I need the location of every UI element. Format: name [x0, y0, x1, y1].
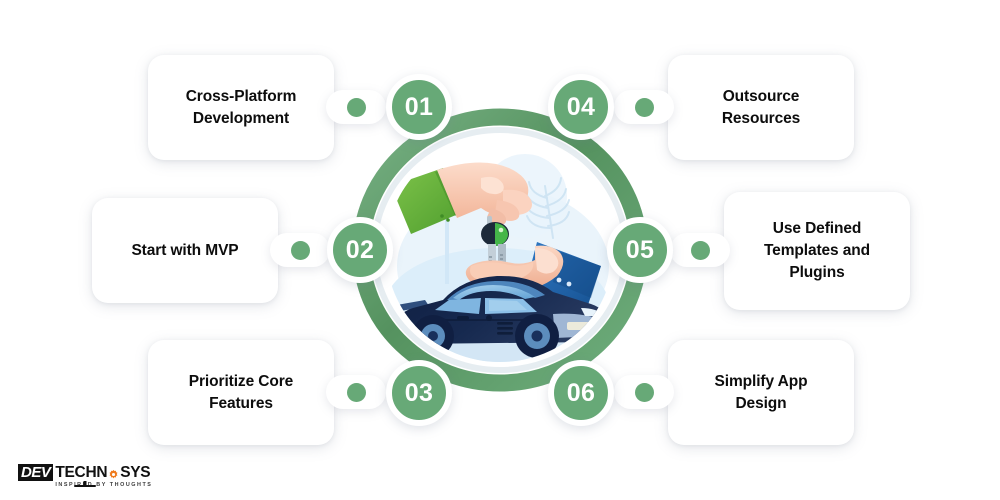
step-number-badge-04[interactable]: 04 — [548, 74, 614, 140]
logo-word-part-2: SYS — [120, 464, 151, 481]
logo-word-part-1: TECHN — [55, 464, 108, 481]
logo-dev-mark: DEV — [18, 464, 54, 481]
step-number-05: 05 — [625, 235, 655, 264]
step-card-04-label: Outsource Resources — [721, 87, 801, 127]
step-number-badge-01[interactable]: 01 — [386, 74, 452, 140]
logo-wordmark: TECHN SYS — [55, 464, 152, 481]
step-card-01[interactable]: Cross-Platform Development — [148, 55, 334, 160]
step-number-04: 04 — [566, 92, 596, 121]
step-number-01: 01 — [404, 92, 434, 121]
step-number-03: 03 — [404, 378, 434, 407]
step-card-06[interactable]: Simplify App Design — [668, 340, 854, 445]
step-number-06: 06 — [566, 378, 596, 407]
step-card-02-label: Start with MVP — [131, 241, 239, 259]
logo-monitor-stand — [83, 481, 87, 485]
connector-dot-05 — [670, 233, 730, 267]
step-card-03-label: Prioritize Core Features — [188, 372, 294, 412]
brand-logo[interactable]: DEV TECHN SYS INSPIRED BY THOUGHTS — [18, 464, 152, 488]
step-card-04[interactable]: Outsource Resources — [668, 55, 854, 160]
step-card-03[interactable]: Prioritize Core Features — [148, 340, 334, 445]
connector-dot-03 — [326, 375, 386, 409]
step-number-badge-06[interactable]: 06 — [548, 360, 614, 426]
logo-tagline: INSPIRED BY THOUGHTS — [55, 482, 153, 488]
step-card-05-label: Use Defined Templates and Plugins — [763, 220, 871, 281]
step-number-badge-02[interactable]: 02 — [327, 217, 393, 283]
connector-dot-06 — [614, 375, 674, 409]
step-card-02[interactable]: Start with MVP — [92, 198, 278, 303]
step-number-badge-05[interactable]: 05 — [607, 217, 673, 283]
step-card-06-label: Simplify App Design — [714, 372, 808, 412]
connector-dot-01 — [326, 90, 386, 124]
logo-monitor-base — [74, 485, 97, 487]
connector-dot-04 — [614, 90, 674, 124]
gear-icon — [108, 467, 119, 479]
step-card-01-label: Cross-Platform Development — [185, 87, 297, 127]
connector-dot-02 — [270, 233, 330, 267]
step-card-05[interactable]: Use Defined Templates and Plugins — [724, 192, 910, 310]
step-number-badge-03[interactable]: 03 — [386, 360, 452, 426]
step-number-02: 02 — [345, 235, 375, 264]
center-illustration — [347, 105, 653, 395]
key-handover-artwork — [385, 138, 615, 362]
